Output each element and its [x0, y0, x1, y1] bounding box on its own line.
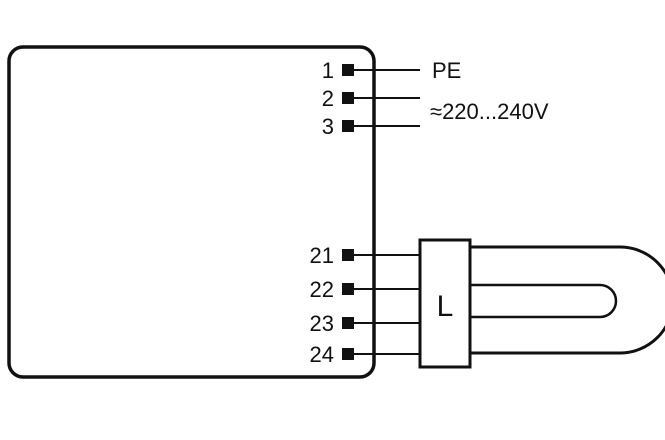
lamp-letter: L	[437, 290, 454, 323]
terminal-22: 22	[310, 277, 354, 302]
terminal-2: 2	[322, 86, 354, 111]
lamp-tube-outer	[470, 245, 665, 355]
terminal-block	[342, 249, 354, 261]
terminal-number: 23	[310, 311, 334, 336]
ballast-housing	[7, 45, 376, 379]
supply-voltage-label: ≈220...240V	[430, 99, 549, 124]
terminal-23: 23	[310, 311, 354, 336]
terminal-number: 3	[322, 114, 334, 139]
terminal-block	[342, 92, 354, 104]
terminal-block	[342, 317, 354, 329]
terminal-block	[342, 283, 354, 295]
lamp-tube-inner	[470, 283, 618, 319]
terminal-number: 2	[322, 86, 334, 111]
terminal-21: 21	[310, 243, 354, 268]
terminal-3: 3	[322, 114, 354, 139]
terminal-number: 21	[310, 243, 334, 268]
terminal-1: 1	[322, 58, 354, 83]
terminal-number: 1	[322, 58, 334, 83]
terminal-block	[342, 120, 354, 132]
lamp-base	[418, 238, 472, 369]
terminal-number: 22	[310, 277, 334, 302]
terminal-24: 24	[310, 342, 354, 367]
terminal-block	[342, 348, 354, 360]
pe-label: PE	[432, 58, 461, 83]
terminal-number: 24	[310, 342, 334, 367]
terminal-block	[342, 64, 354, 76]
